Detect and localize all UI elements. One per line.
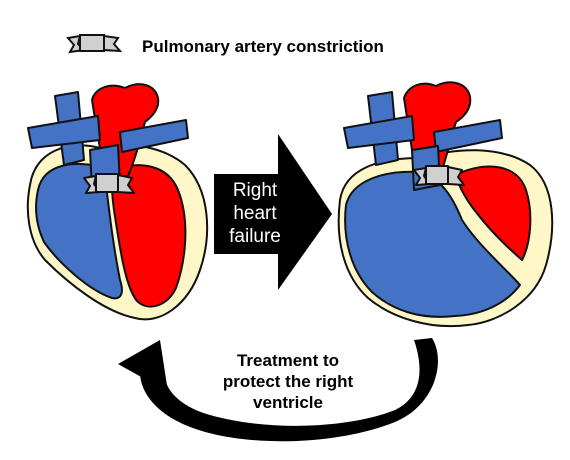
curved-arrow-head [118,340,168,392]
treatment-label-line3: ventricle [253,393,323,412]
legend-label: Pulmonary artery constriction [142,37,384,56]
left-ventricle-compressed [454,165,532,261]
heart-normal [26,83,209,321]
progression-arrow: Right heart failure [214,134,332,290]
constriction-band-failure [413,165,465,186]
pulmonary-artery-right [119,119,189,153]
arrow-label-line1: Right [233,180,278,201]
pulmonary-artery-right-failure [433,119,503,153]
left-ventricle [110,164,187,308]
arrow-label-line3: failure [229,226,281,247]
heart-failure [337,81,554,328]
treatment-arrow [118,338,438,442]
treatment-label-line2: protect the right [223,372,354,391]
pulmonary-artery-left-failure [343,115,415,149]
constriction-band [83,173,135,194]
pulmonary-artery-left [27,115,101,149]
arrow-label-line2: heart [233,203,277,224]
legend: Pulmonary artery constriction [66,34,384,56]
arrow-shape [214,134,332,290]
treatment-label-line1: Treatment to [237,351,339,370]
band-icon [66,34,123,54]
